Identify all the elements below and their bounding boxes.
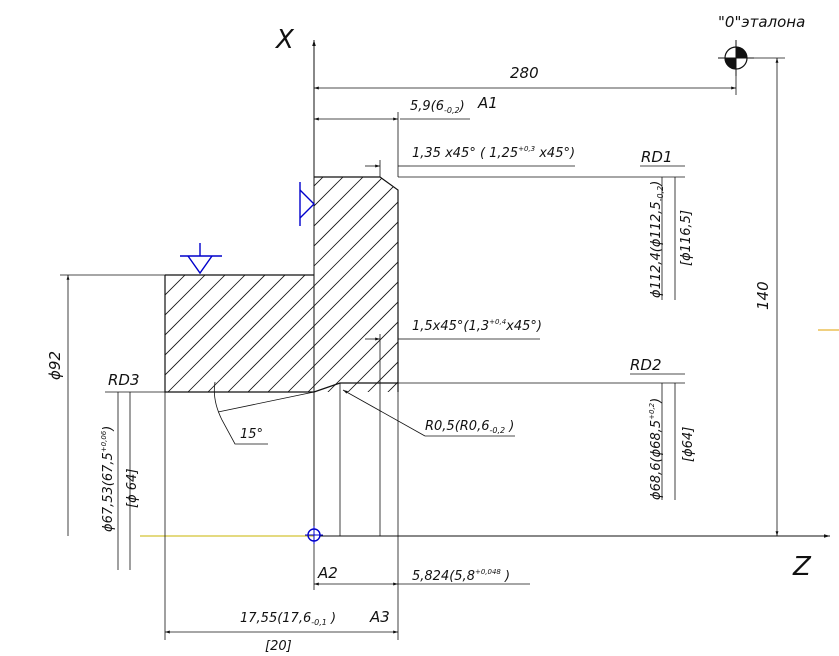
dim-phi67-53: ϕ67,53(67,5+0,06) xyxy=(100,426,116,532)
z-axis-label: Z xyxy=(792,552,812,582)
x-axis-label: X xyxy=(274,25,295,55)
origin-symbol xyxy=(305,526,323,544)
point-a1: A1 xyxy=(477,94,498,112)
dim-phi64-b: [ϕ 64] xyxy=(125,469,140,508)
dim-phi116-5: [ϕ116,5] xyxy=(679,210,694,266)
dim-140: 140 xyxy=(754,281,772,310)
origin-label: "0"эталона xyxy=(718,13,805,31)
contour-rd1: RD1 xyxy=(641,148,673,166)
dim-phi68-6: ϕ68,6(ϕ68,5+0,2) xyxy=(648,398,664,500)
dim-20: [20] xyxy=(265,639,292,654)
reference-origin-icon xyxy=(718,40,754,76)
contour-rd2: RD2 xyxy=(630,356,662,374)
point-a3: A3 xyxy=(369,608,390,626)
base-symbol-side xyxy=(299,182,315,226)
dim-angle-15: 15° xyxy=(240,427,263,442)
point-a2: A2 xyxy=(317,564,338,582)
dim-r0-5: R0,5(R0,6-0,2 ) xyxy=(425,419,514,435)
dim-5-824: 5,824(5,8+0,048 ) xyxy=(412,568,510,584)
dim-17-55: 17,55(17,6-0,1 ) xyxy=(240,611,336,627)
dim-5-9: 5,9(6-0,2) xyxy=(410,99,465,115)
contour-rd3: RD3 xyxy=(108,371,140,389)
dim-chamfer-2: 1,5x45°(1,3+0,4x45°) xyxy=(412,318,542,334)
dim-280: 280 xyxy=(510,64,539,82)
dim-phi112-4: ϕ112,4(ϕ112,5-0,2) xyxy=(649,181,665,298)
dim-phi92: ϕ92 xyxy=(46,351,64,380)
surface-symbol-top xyxy=(180,243,222,275)
dimension-lines xyxy=(60,57,785,640)
dim-phi64: [ϕ64] xyxy=(681,427,696,462)
dim-chamfer-1: 1,35 x45° ( 1,25+0,3 x45°) xyxy=(412,145,575,161)
